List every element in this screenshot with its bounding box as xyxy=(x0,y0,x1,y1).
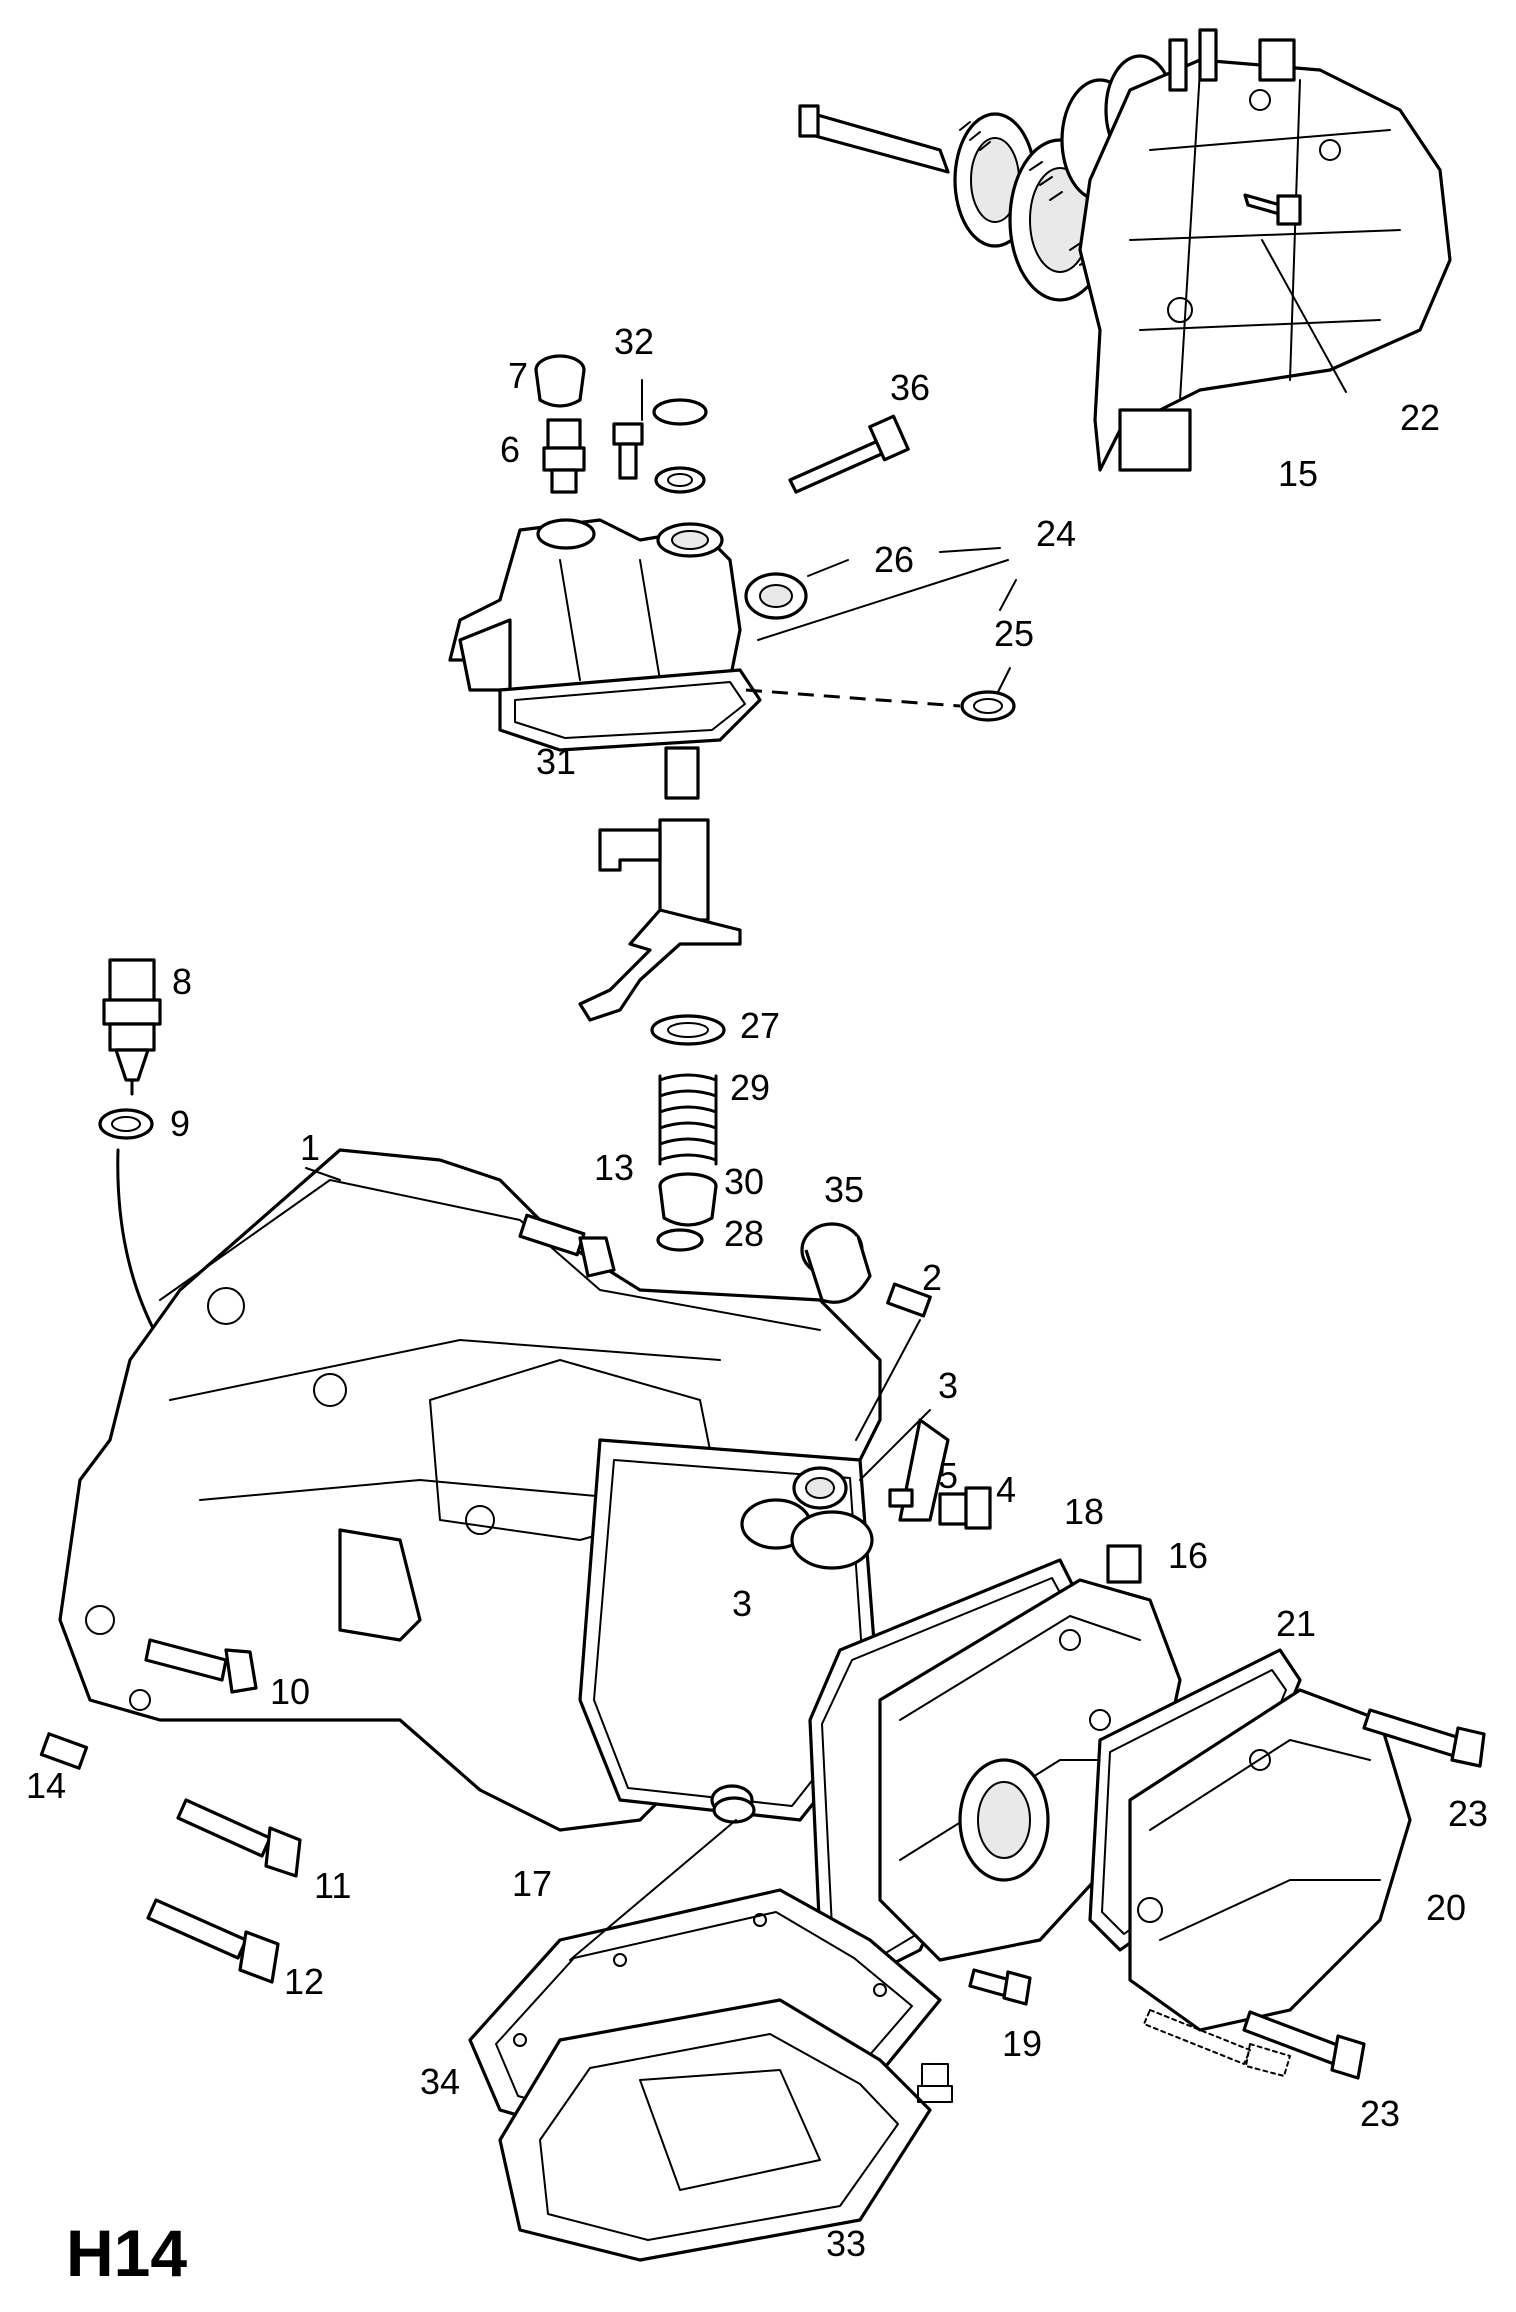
spring-29 xyxy=(658,1073,718,1166)
callout-28: 28 xyxy=(724,1213,764,1254)
callout-2: 2 xyxy=(922,1257,942,1298)
end-cover-20 xyxy=(1128,1688,1412,2032)
callout-3a: 3 xyxy=(938,1365,958,1406)
callout-21: 21 xyxy=(1276,1603,1316,1644)
gearbox-end-housing xyxy=(1078,28,1452,472)
bolt-12 xyxy=(146,1898,280,1984)
callout-8: 8 xyxy=(172,961,192,1002)
plug-4 xyxy=(938,1486,992,1530)
circlip-28 xyxy=(656,1228,704,1252)
callout-10: 10 xyxy=(270,1671,310,1712)
callout-31: 31 xyxy=(536,741,576,782)
callout-1: 1 xyxy=(300,1127,320,1168)
callout-24: 24 xyxy=(1036,513,1076,554)
callout-14: 14 xyxy=(26,1765,66,1806)
dowel-sleeve-35 xyxy=(800,1222,872,1304)
callout-22: 22 xyxy=(1400,397,1440,438)
callout-26: 26 xyxy=(874,539,914,580)
shift-housing-24 xyxy=(448,518,742,702)
dowel-14 xyxy=(39,1732,89,1770)
leader-lines xyxy=(305,239,1347,1961)
callout-35: 35 xyxy=(824,1169,864,1210)
bolt-23-upper xyxy=(1362,1708,1486,1768)
washer-27 xyxy=(650,1014,726,1046)
bolt-23-lower xyxy=(1242,2010,1366,2080)
callout-labels: 1 2 3 3 4 5 6 7 8 9 10 11 12 13 14 15 16… xyxy=(26,321,1488,2264)
callout-27: 27 xyxy=(740,1005,780,1046)
dashed-leader-25 xyxy=(745,688,961,708)
callout-32: 32 xyxy=(614,321,654,362)
washer-32 xyxy=(654,466,706,494)
callout-6: 6 xyxy=(500,429,520,470)
plug-disc xyxy=(652,398,708,426)
callout-9: 9 xyxy=(170,1103,190,1144)
plug-17 xyxy=(712,1796,756,1824)
callout-13: 13 xyxy=(594,1147,634,1188)
reversing-light-switch-8 xyxy=(102,958,162,1096)
callout-5: 5 xyxy=(938,1455,958,1496)
callout-15: 15 xyxy=(1278,453,1318,494)
callout-30: 30 xyxy=(724,1161,764,1202)
oil-pan-33 xyxy=(498,1998,932,2262)
callout-25: 25 xyxy=(994,613,1034,654)
callout-33: 33 xyxy=(826,2223,866,2264)
callout-23a: 23 xyxy=(1448,1793,1488,1834)
seal-washer-9 xyxy=(98,1108,154,1140)
callout-36: 36 xyxy=(890,367,930,408)
callout-11: 11 xyxy=(314,1865,351,1906)
drain-plug xyxy=(917,2063,953,2103)
callout-19: 19 xyxy=(1002,2023,1042,2064)
bolt-10 xyxy=(144,1638,258,1694)
callout-4: 4 xyxy=(996,1469,1016,1510)
callout-12: 12 xyxy=(284,1961,324,2002)
callout-17: 17 xyxy=(512,1863,552,1904)
callout-29: 29 xyxy=(730,1067,770,1108)
callout-18: 18 xyxy=(1064,1491,1104,1532)
callout-3b: 3 xyxy=(732,1583,752,1624)
bolt-19 xyxy=(968,1968,1032,2006)
bolt-11 xyxy=(176,1798,302,1878)
callout-16: 16 xyxy=(1168,1535,1208,1576)
transmission-case-1 xyxy=(58,1148,950,1832)
dowel-pin-2 xyxy=(886,1282,932,1318)
stud-23-dotted xyxy=(1143,2009,1291,2077)
shift-cover-cap xyxy=(534,354,586,408)
callout-34: 34 xyxy=(420,2061,460,2102)
bolt-13 xyxy=(518,1213,616,1278)
washer-25 xyxy=(960,690,1016,722)
shift-rod-36 xyxy=(788,414,910,494)
callout-23b: 23 xyxy=(1360,2093,1400,2134)
shift-housing-gasket-31 xyxy=(498,668,762,752)
oil-seal-26 xyxy=(744,572,808,620)
selector-shaft xyxy=(578,746,742,1022)
cup-30 xyxy=(658,1172,718,1227)
callout-20: 20 xyxy=(1426,1887,1466,1928)
callout-7: 7 xyxy=(508,355,528,396)
breather-plug xyxy=(542,418,586,494)
figure-code: H14 xyxy=(66,2216,187,2290)
bolt-32 xyxy=(612,422,644,480)
